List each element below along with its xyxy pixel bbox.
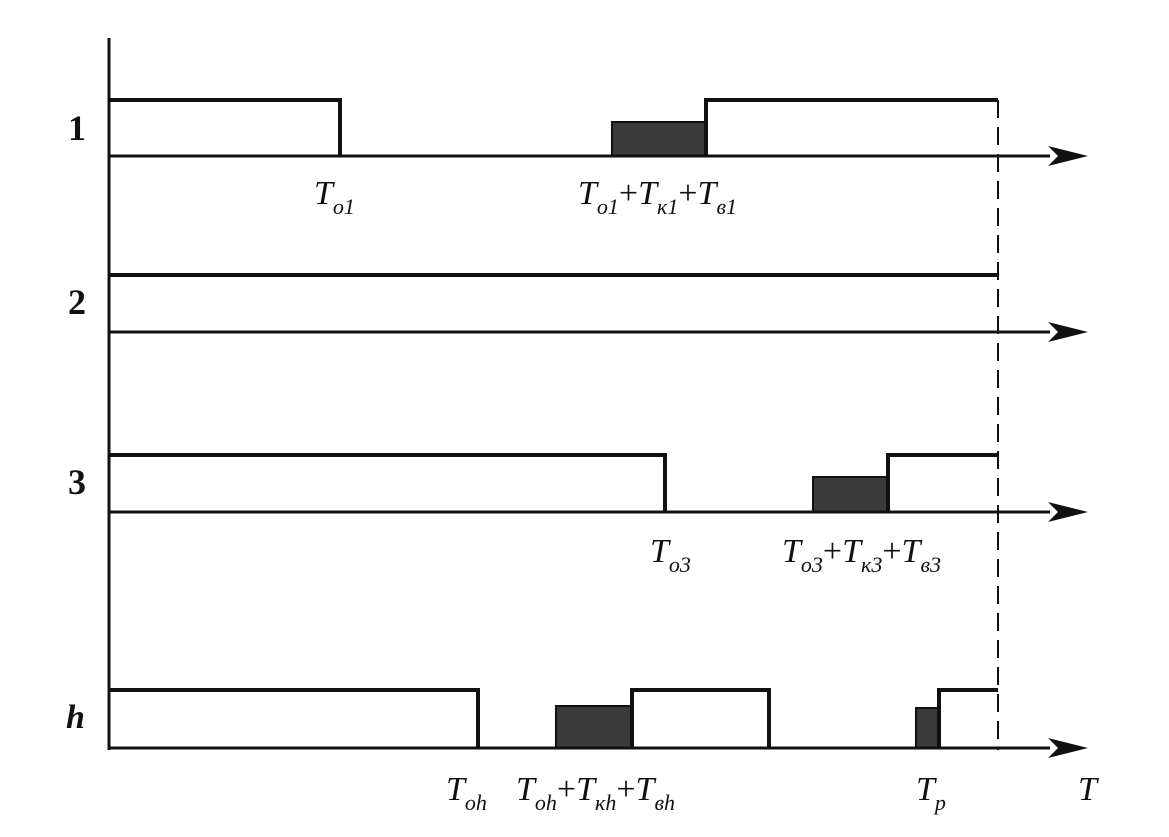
shaded-interval (915, 707, 940, 749)
row-3: 3 To3 To3+Tк3+Tв3 (68, 453, 1088, 577)
row-number: 1 (68, 108, 86, 148)
sum-label: To3+Tк3+Tв3 (782, 533, 941, 577)
sum-label: Toh+Tкh+Tвh (516, 771, 675, 815)
t-label: To3 (650, 533, 691, 577)
busy-signal-hc (937, 688, 998, 748)
busy-signal-1b (704, 98, 998, 156)
shaded-interval (611, 121, 707, 157)
tp-label: Tp (916, 771, 946, 815)
busy-signal-1a (109, 98, 342, 156)
busy-signal-ha (109, 688, 480, 748)
arrow-head-icon (1048, 322, 1088, 342)
arrow-head-icon (1048, 502, 1088, 522)
shaded-interval (812, 476, 889, 513)
row-number: h (66, 699, 85, 736)
sum-label: To1+Tк1+Tв1 (578, 175, 737, 219)
arrow-head-icon (1048, 146, 1088, 166)
row-h: h Toh Toh+Tкh+Tвh Tp (66, 688, 1088, 815)
busy-signal-3b (886, 453, 998, 512)
row-number: 3 (68, 462, 86, 502)
row-number: 2 (68, 282, 86, 322)
row-2: 2 (68, 273, 1088, 342)
t-label: Toh (446, 771, 487, 815)
row-1: 1 To1 To1+Tк1+Tв1 (68, 98, 1088, 219)
shaded-interval (555, 705, 633, 749)
busy-signal-3a (109, 453, 667, 512)
t-label: To1 (314, 175, 355, 219)
arrow-head-icon (1048, 738, 1088, 758)
axis-label: T (1078, 771, 1099, 808)
busy-signal-hb (630, 688, 771, 748)
